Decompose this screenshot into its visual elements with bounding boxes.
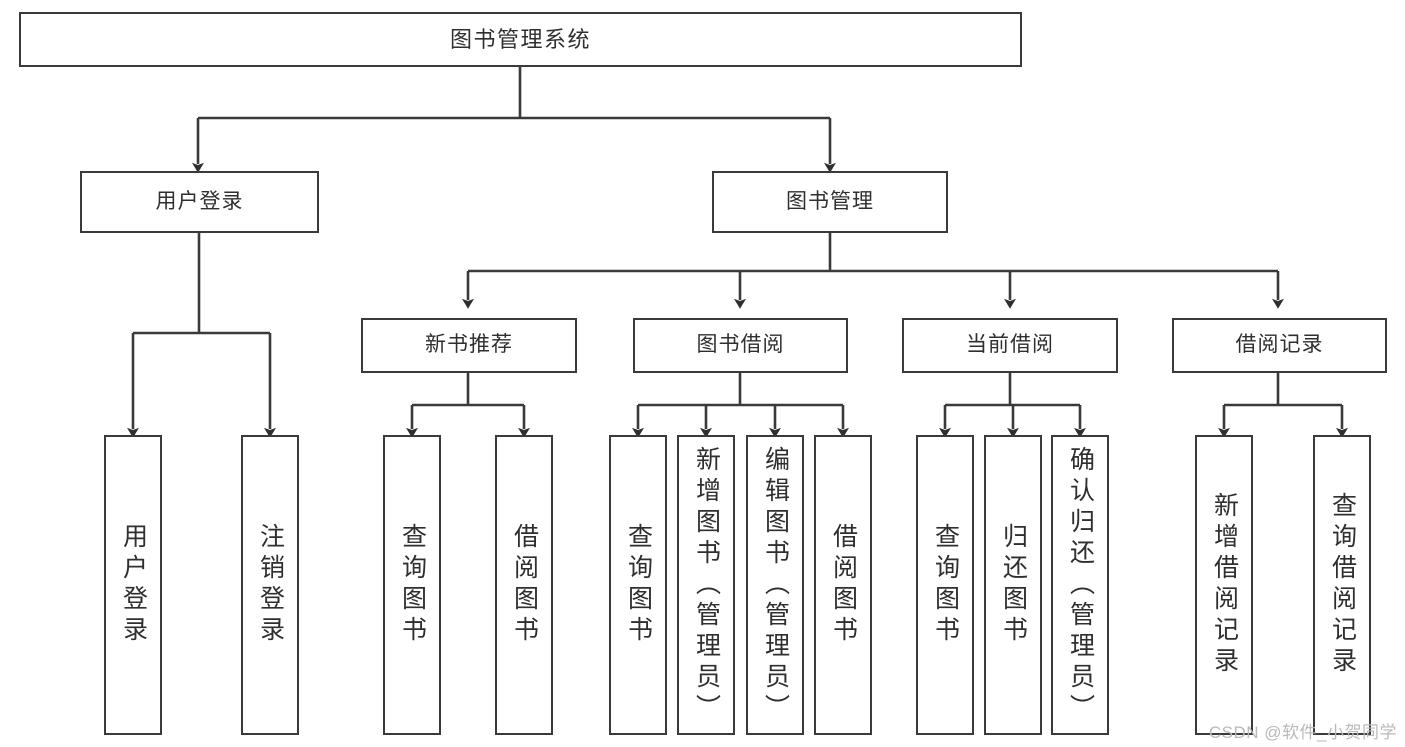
node-label: 借阅记录 [1235, 333, 1324, 357]
node-label: 当前借阅 [966, 333, 1054, 357]
node-label: 查询图书 [398, 523, 427, 647]
node-label: 借阅图书 [829, 523, 858, 647]
leaf-user-login[interactable]: 用户登录 [104, 435, 162, 735]
leaf-add-book-admin[interactable]: 新增图书（管理员） [677, 435, 735, 735]
node-label: 编辑图书（管理员） [761, 445, 790, 725]
node-label: 新书推荐 [425, 333, 513, 357]
leaf-query-books-recommendation[interactable]: 查询图书 [383, 435, 441, 735]
leaf-logout[interactable]: 注销登录 [241, 435, 299, 735]
node-label: 图书借阅 [696, 333, 785, 357]
node-label: 用户登录 [155, 189, 244, 213]
node-label: 新增图书（管理员） [692, 445, 721, 725]
leaf-query-books-borrowing[interactable]: 查询图书 [609, 435, 667, 735]
node-label: 查询图书 [624, 523, 653, 647]
csdn-watermark: CSDN @软件_小贺同学 [1208, 723, 1397, 742]
leaf-return-books[interactable]: 归还图书 [984, 435, 1042, 735]
node-label: 归还图书 [999, 523, 1028, 647]
node-label: 图书管理 [786, 189, 874, 213]
node-label: 用户登录 [119, 523, 148, 647]
node-label: 查询借阅记录 [1328, 492, 1357, 678]
node-label: 注销登录 [256, 523, 285, 647]
leaf-edit-book-admin[interactable]: 编辑图书（管理员） [746, 435, 804, 735]
node-label: 查询图书 [931, 523, 960, 647]
leaf-add-borrowing-record[interactable]: 新增借阅记录 [1195, 435, 1253, 735]
leaf-borrow-books-recommendation[interactable]: 借阅图书 [495, 435, 553, 735]
leaf-borrow-books-borrowing[interactable]: 借阅图书 [814, 435, 872, 735]
node-root-book-management-system[interactable]: 图书管理系统 [19, 12, 1022, 67]
leaf-query-borrowing-record[interactable]: 查询借阅记录 [1313, 435, 1371, 735]
leaf-confirm-return-admin[interactable]: 确认归还（管理员） [1051, 435, 1109, 735]
node-user-login[interactable]: 用户登录 [80, 171, 319, 233]
node-book-management[interactable]: 图书管理 [712, 171, 948, 233]
node-label: 新增借阅记录 [1210, 492, 1239, 678]
node-label: 确认归还（管理员） [1066, 445, 1095, 725]
node-borrowing-records[interactable]: 借阅记录 [1172, 318, 1387, 373]
node-current-borrowings[interactable]: 当前借阅 [902, 318, 1118, 373]
node-label: 图书管理系统 [449, 26, 591, 52]
leaf-query-books-current[interactable]: 查询图书 [916, 435, 974, 735]
node-new-book-recommendation[interactable]: 新书推荐 [361, 318, 577, 373]
node-label: 借阅图书 [510, 523, 539, 647]
node-book-borrowing[interactable]: 图书借阅 [633, 318, 848, 373]
